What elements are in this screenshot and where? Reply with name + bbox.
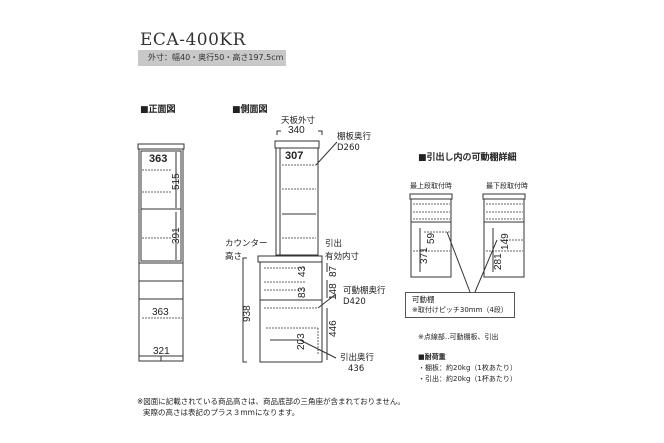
shelf-depth-value: D260 [337, 143, 360, 153]
drawer-inner-label-2: 有効内寸 [325, 252, 360, 262]
svg-text:149: 149 [500, 233, 511, 250]
svg-text:307: 307 [285, 150, 303, 162]
bottom-mount-label: 最下段取付時 [486, 182, 528, 190]
product-title: ECA-400KR [140, 30, 246, 50]
front-view-drawing [137, 143, 185, 362]
load-drawer: ・引出：約20kg（1杯あたり） [418, 375, 517, 383]
drawer-depth-value: 436 [348, 364, 365, 374]
svg-text:281: 281 [493, 253, 504, 270]
svg-text:938: 938 [242, 305, 253, 322]
svg-text:446: 446 [328, 320, 339, 337]
footnote-line-1: ※図面に記載されている商品高さは、商品底部の三角座が含まれておりません。 [137, 397, 405, 406]
drawer-inner-label: 引出 [325, 239, 343, 249]
top-mount-label: 最上段取付時 [410, 182, 452, 190]
movable-shelf-depth-label: 可動棚奥行 [343, 286, 386, 296]
load-shelf: ・棚板：約20kg（1枚あたり） [418, 364, 517, 372]
svg-text:391: 391 [171, 227, 182, 244]
load-title: ■耐荷重 [418, 353, 446, 361]
svg-text:87: 87 [328, 265, 339, 277]
movable-shelf-depth-value: D420 [343, 297, 366, 307]
svg-text:83: 83 [297, 286, 308, 298]
front-dim-363-top: 363 [149, 153, 167, 165]
counter-height-label-2: 高さ [225, 252, 243, 262]
counter-height-label: カウンター [225, 239, 268, 249]
svg-text:59: 59 [426, 232, 437, 244]
svg-text:340: 340 [288, 125, 305, 136]
drawer-depth-label: 引出奥行 [340, 353, 375, 363]
side-view-drawing [242, 130, 338, 363]
dotted-line-note: ※点線部‥可動棚板、引出 [418, 333, 499, 341]
svg-text:203: 203 [296, 333, 307, 350]
svg-text:43: 43 [297, 265, 308, 277]
box-line-1: 可動棚 [412, 295, 435, 304]
svg-text:515: 515 [171, 173, 182, 190]
front-view-heading: ■正面図 [140, 105, 176, 115]
movable-shelf-box: 可動棚 ※取付けピッチ30mm（4段） [405, 292, 515, 318]
svg-text:371: 371 [419, 247, 430, 264]
box-line-2: ※取付けピッチ30mm（4段） [412, 306, 508, 314]
shelf-depth-label: 棚板奥行 [337, 132, 372, 142]
svg-text:363: 363 [152, 307, 169, 318]
side-view-heading: ■側面図 [232, 105, 268, 115]
drawer-detail-heading: ■引出し内の可動棚詳細 [418, 153, 517, 163]
svg-text:321: 321 [153, 346, 170, 357]
svg-text:148: 148 [328, 283, 339, 300]
footnote-line-2: 実際の高さは表記のプラス３mmになります。 [143, 408, 300, 417]
drawer-detail-drawing [409, 193, 526, 293]
top-outer-label: 天板外寸 [281, 116, 316, 126]
dimensions-bar: 外寸：幅40・奥行50・高さ197.5cm [138, 50, 286, 66]
